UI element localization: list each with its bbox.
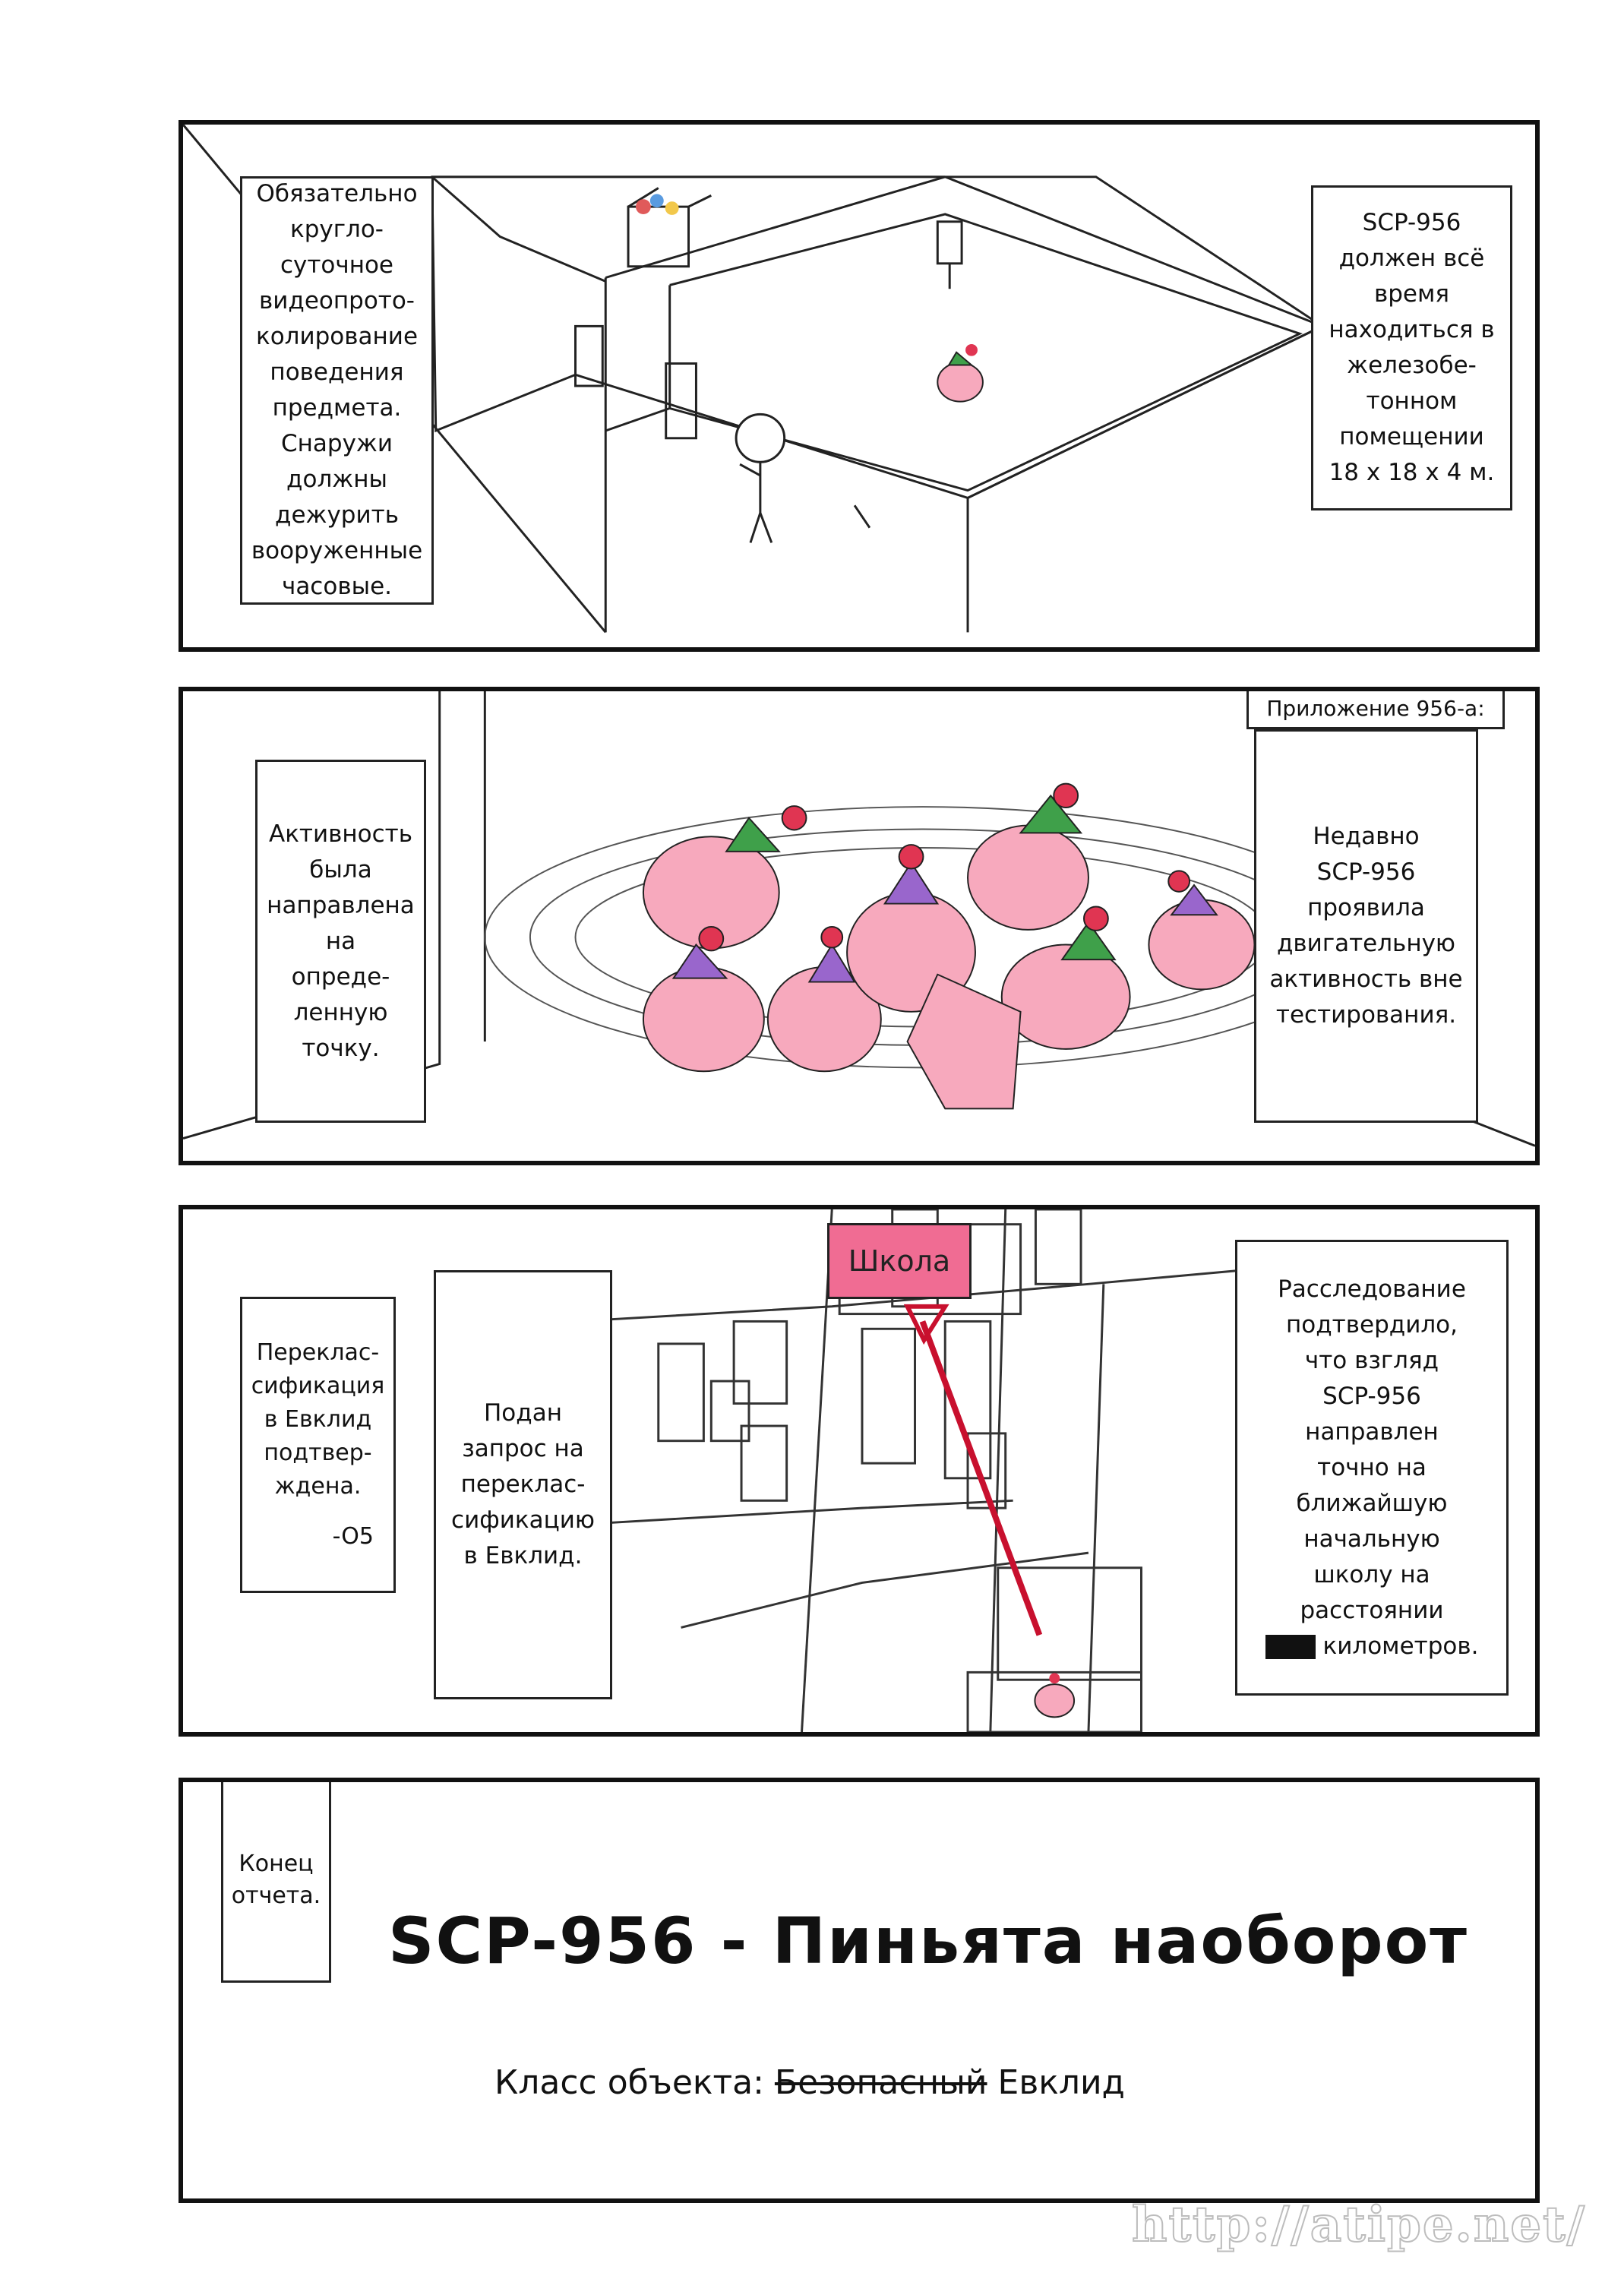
- object-class: Класс объекта: Безопасный Евклид: [494, 2063, 1125, 2102]
- caption-recent-activity: Недавно SCP-956 проявила двигательную ак…: [1254, 729, 1478, 1123]
- pinata-small: [937, 343, 984, 403]
- containment-room-drawing: [183, 125, 1362, 634]
- pinata-marker: [1034, 1673, 1076, 1718]
- caption-surveillance: Обязательно кругло- суточное видеопрото-…: [240, 176, 434, 605]
- panel-containment-room: Обязательно кругло- суточное видеопрото-…: [179, 120, 1540, 652]
- page-title: SCP-956 - Пиньята наоборот: [388, 1904, 1468, 1978]
- watermark: http://atipe.net/: [1131, 2195, 1586, 2254]
- spinning-pinatas-drawing: [183, 691, 1535, 1147]
- school-label: Школа: [827, 1223, 972, 1299]
- caption-reclass-request: Подан запрос на переклас- сификацию в Ев…: [434, 1270, 612, 1699]
- caption-room-size: SCP-956 должен всё время находиться в же…: [1311, 185, 1512, 510]
- appendix-tag: Приложение 956-a:: [1246, 691, 1505, 729]
- guard-figure: [735, 412, 786, 543]
- caption-activity-directed: Активность была направлена на опреде- ле…: [255, 760, 426, 1123]
- caption-investigation: Расследование подтвердило, что взгляд SC…: [1235, 1240, 1509, 1696]
- end-of-report-tag: Конец отчета.: [221, 1782, 331, 1983]
- route-arrow: [903, 1304, 1043, 1636]
- object-class-old: Безопасный: [774, 2063, 987, 2102]
- pinata-cluster: [642, 794, 1256, 1110]
- caption-reclass-confirmed: Переклас- сификация в Евклид подтвер- жд…: [240, 1297, 396, 1593]
- panel-map: Школа Переклас- сификация в Евклид подтв…: [179, 1205, 1540, 1737]
- object-class-new: Евклид: [997, 2063, 1125, 2102]
- redacted-block: [1265, 1635, 1316, 1659]
- panel-activity: Приложение 956-a: Активность была направ…: [179, 687, 1540, 1165]
- panel-title: Конец отчета. SCP-956 - Пиньята наоборот…: [179, 1778, 1540, 2203]
